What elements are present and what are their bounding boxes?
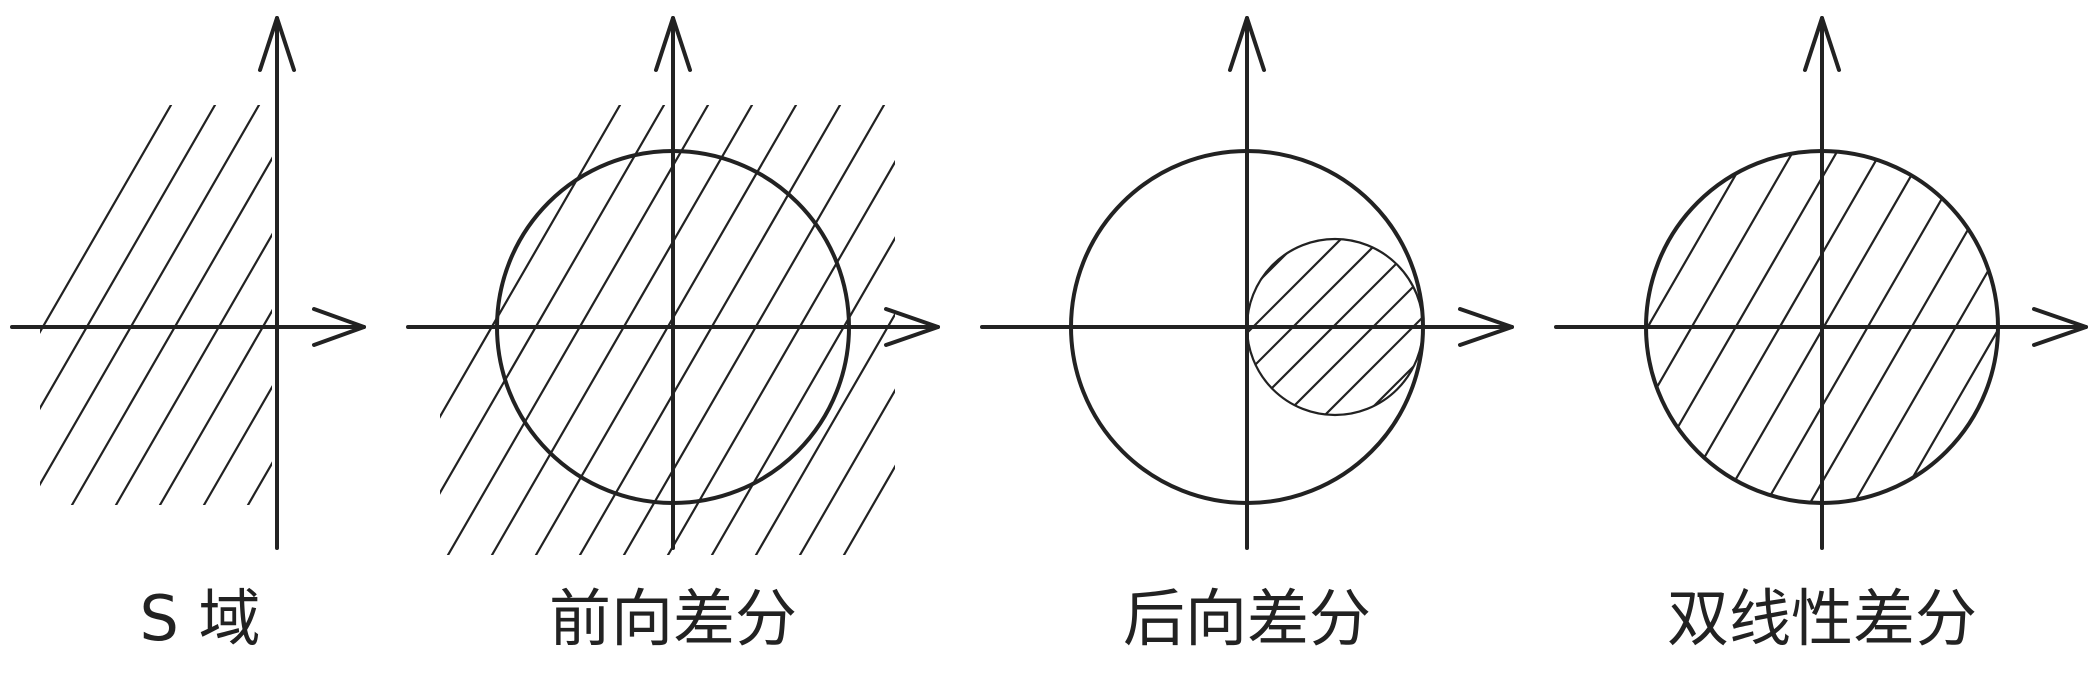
label-forward-difference: 前向差分 [548, 582, 797, 655]
backward-hatch [1247, 239, 1423, 415]
panel-bilinear-difference [1554, 16, 2088, 550]
backward-axes [980, 16, 1514, 550]
s-domain-axes [10, 16, 366, 550]
label-bilinear-difference: 双线性差分 [1666, 582, 1977, 655]
panel-backward-difference [980, 16, 1514, 550]
panel-forward-difference [406, 16, 940, 555]
label-backward-difference: 后向差分 [1122, 582, 1371, 655]
forward-hatch [440, 105, 895, 555]
panel-s-domain [10, 16, 472, 550]
label-s-domain: S 域 [139, 582, 261, 655]
forward-axes [406, 16, 940, 550]
bilinear-axes [1554, 16, 2088, 550]
bilinear-hatch [1646, 151, 1998, 503]
